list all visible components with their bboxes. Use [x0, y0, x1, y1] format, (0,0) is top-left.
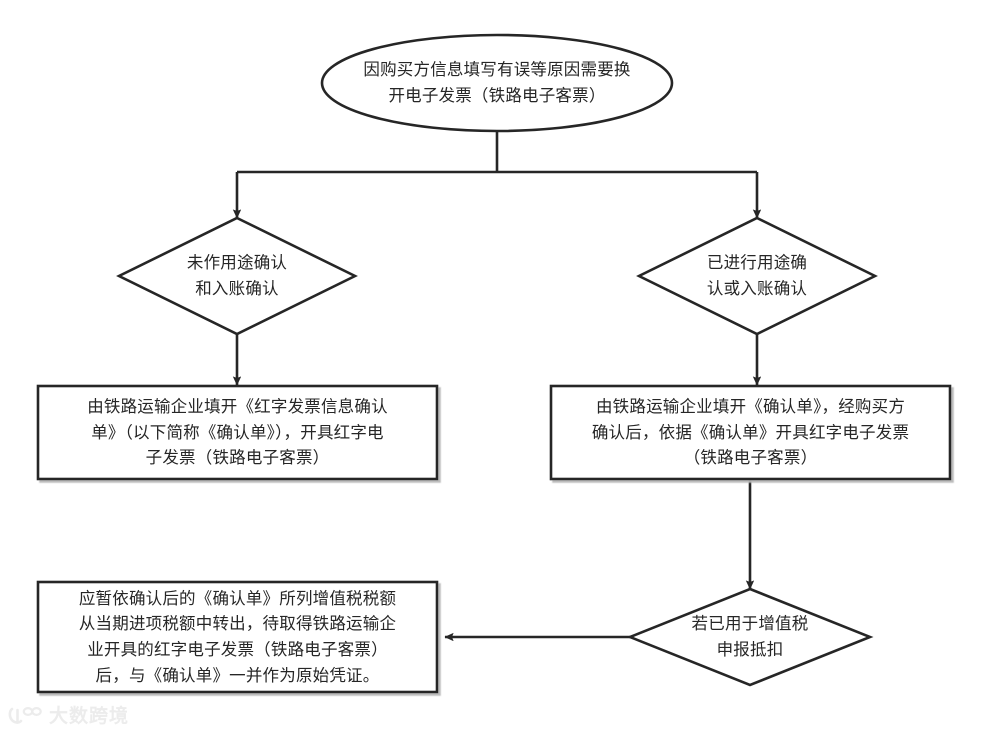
- node-process-bottom-left-rect[interactable]: [36, 580, 439, 694]
- node-decision-right-diamond[interactable]: [636, 216, 878, 336]
- node-start-ellipse[interactable]: [320, 33, 674, 133]
- connector-group: [232, 131, 762, 642]
- node-decision-bottom-diamond[interactable]: [626, 587, 874, 687]
- node-decision-left-diamond[interactable]: [116, 216, 358, 336]
- node-process-right-rect[interactable]: [549, 384, 952, 481]
- node-process-left-rect[interactable]: [36, 384, 439, 481]
